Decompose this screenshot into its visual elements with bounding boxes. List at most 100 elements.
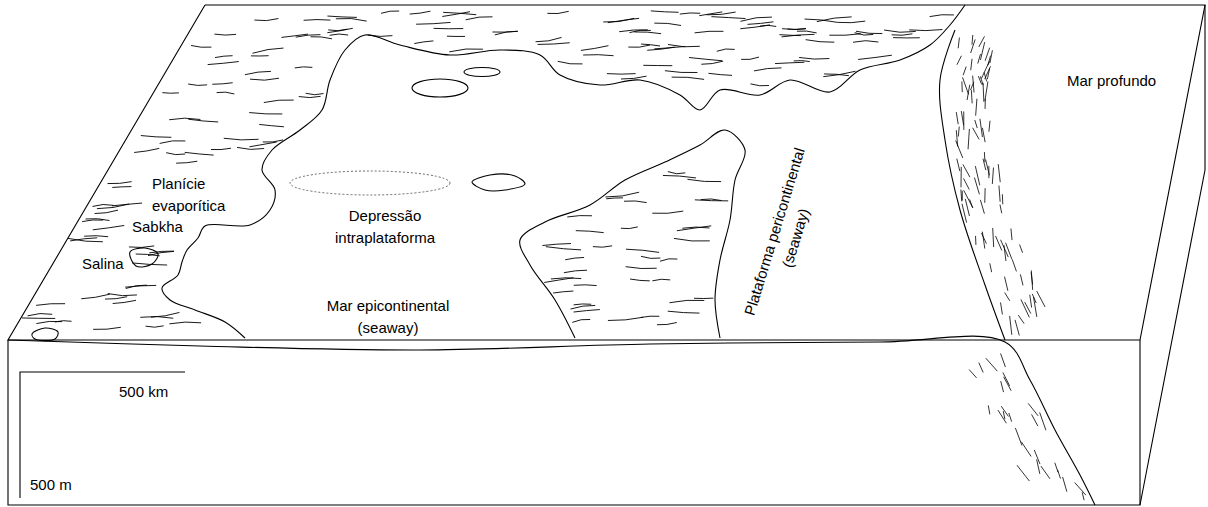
depression-outline [290, 171, 450, 195]
land-hatch [169, 322, 201, 324]
slope-hatch [1006, 243, 1012, 260]
land-hatch [634, 32, 661, 34]
coastline [162, 5, 965, 338]
land-hatch [82, 220, 103, 222]
land-hatch [185, 152, 214, 155]
land-hatch [694, 298, 713, 299]
slope-hatch [985, 99, 986, 109]
land-hatch [711, 17, 745, 19]
land-hatch [237, 147, 264, 149]
land-hatch [211, 148, 231, 149]
slope-hatch [985, 48, 990, 61]
land-hatch [148, 251, 174, 255]
slope-hatch [1015, 320, 1019, 336]
slope-hatch [1020, 245, 1023, 253]
land-hatch [564, 270, 587, 272]
land-hatch [581, 46, 609, 51]
land-hatch [416, 22, 450, 24]
scale-label: 500 m [28, 474, 74, 496]
slope-hatch [1021, 442, 1031, 457]
land-hatch [132, 263, 167, 265]
slope-hatch [960, 167, 961, 188]
land-hatch [112, 186, 131, 188]
slope-hatch [1001, 353, 1006, 367]
land-hatch [136, 254, 160, 256]
land-hatch [492, 31, 517, 33]
land-hatch [84, 236, 108, 237]
land-hatch [214, 34, 236, 36]
land-hatch [191, 45, 211, 47]
land-hatch [806, 40, 835, 43]
land-hatch [695, 31, 724, 33]
land-hatch [651, 11, 679, 12]
slope-hatch [1020, 274, 1023, 285]
land-hatch [93, 225, 124, 229]
region-label: Planície evaporítica [150, 173, 249, 217]
land-hatch [166, 153, 185, 155]
land-hatch [853, 41, 878, 43]
land-hatch [717, 49, 735, 51]
land-hatch [28, 313, 53, 315]
land-hatch [574, 303, 592, 305]
land-hatch [542, 244, 571, 246]
land-hatch [663, 175, 696, 177]
land-hatch [336, 18, 367, 21]
land-hatch [858, 55, 892, 59]
land-hatch [571, 305, 596, 309]
slope-hatch [978, 76, 981, 84]
top-face [8, 5, 1205, 340]
land-hatch [212, 83, 232, 85]
land-hatch [572, 319, 590, 322]
land-hatch [668, 172, 685, 174]
region-label: Depressão intraplataforma [308, 205, 462, 249]
slope-hatch [999, 186, 1000, 202]
slope-hatch [963, 67, 966, 76]
slope-hatch [975, 236, 976, 245]
front-face [8, 340, 1140, 505]
land-hatch [621, 227, 638, 229]
land-hatch [254, 19, 278, 21]
land-hatch [856, 31, 882, 33]
land-hatch [884, 30, 916, 32]
land-hatch [253, 48, 284, 53]
land-hatch [381, 11, 399, 13]
land-hatch [169, 118, 200, 120]
land-hatch [782, 28, 806, 29]
slope-hatch [980, 42, 984, 60]
land-hatch [708, 73, 731, 75]
land-hatch [251, 55, 269, 56]
land-hatch [829, 34, 861, 36]
region-label: Salina [80, 253, 126, 275]
land-hatch [81, 294, 110, 299]
land-hatch [823, 71, 855, 76]
land-hatch [630, 279, 650, 281]
land-hatch [689, 58, 722, 61]
slope-hatch [962, 191, 963, 201]
land-hatch [740, 17, 772, 21]
slope-hatch [957, 159, 960, 171]
slope-hatch [1058, 470, 1061, 479]
slope-hatch [1028, 403, 1038, 416]
slope-hatch [1001, 381, 1004, 392]
slope-hatch [1017, 465, 1029, 481]
slope-hatch [960, 189, 962, 201]
slope-hatch [998, 164, 1000, 182]
slope-hatch [961, 81, 962, 92]
slope-hatch [990, 50, 993, 63]
land-hatch [669, 300, 704, 303]
land-hatch [36, 304, 65, 306]
slope-hatch [956, 140, 963, 157]
scale-label: 500 km [117, 381, 170, 403]
slope-hatch [982, 232, 984, 249]
island [472, 174, 525, 191]
land-hatch [619, 30, 648, 32]
land-hatch [113, 300, 136, 303]
slope-hatch [1031, 270, 1032, 289]
slope-hatch [1032, 414, 1038, 426]
land-hatch [264, 100, 294, 103]
land-hatch [660, 259, 677, 262]
slope-hatch [986, 358, 998, 371]
land-hatch [674, 238, 710, 241]
land-hatch [414, 41, 433, 44]
